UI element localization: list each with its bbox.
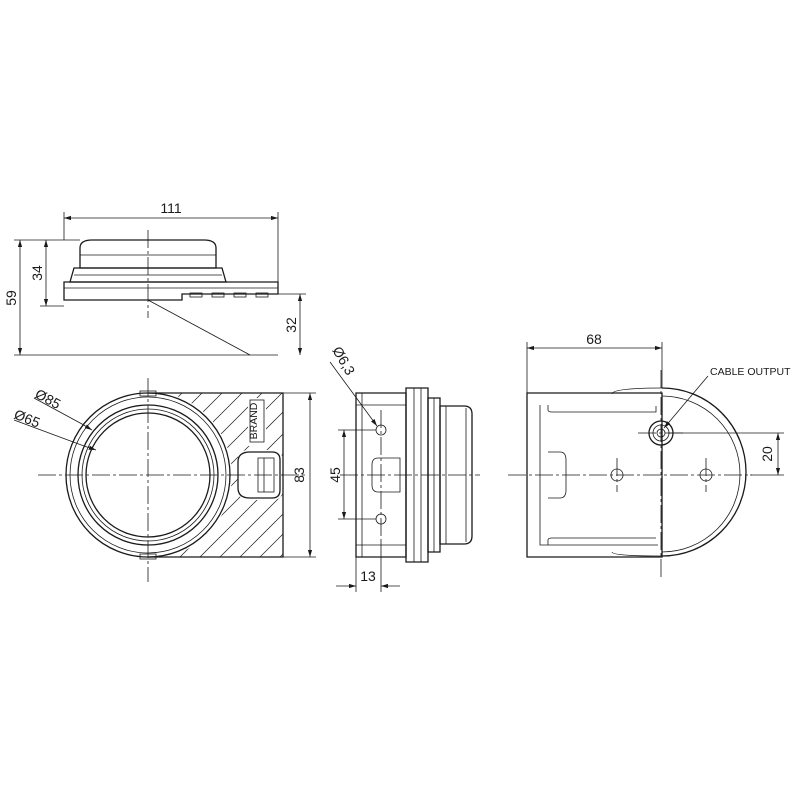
side-view-cap [439, 405, 473, 545]
dim-offset-13: 13 [360, 568, 376, 584]
front-view: BRAND Ø85 Ø65 83 [12, 378, 316, 582]
dim-hole-spacing: 45 [327, 467, 343, 483]
cable-output-label: CABLE OUTPUT [710, 366, 791, 378]
front-view-slot [237, 451, 281, 499]
dim-height-83: 83 [291, 467, 307, 483]
back-view: 68 CABLE OUTPUT 20 [508, 331, 791, 580]
side-view: Ø6,3 45 13 [327, 344, 480, 592]
top-view-cap [79, 239, 217, 269]
dim-height-59: 59 [3, 290, 19, 306]
dim-height-34: 34 [29, 265, 45, 281]
dim-hole-dia: Ø6,3 [329, 344, 358, 378]
back-view-housing [661, 387, 747, 557]
dim-width-68: 68 [586, 331, 602, 347]
svg-text:BRAND: BRAND [248, 402, 260, 439]
top-view: 111 59 34 32 [3, 200, 306, 356]
back-view-bracket [526, 392, 663, 558]
dim-width-111: 111 [160, 200, 181, 216]
dim-dia-85: Ø85 [33, 386, 64, 413]
dim-dia-65: Ø65 [12, 406, 43, 431]
dim-height-32: 32 [283, 317, 299, 333]
top-view-base [63, 281, 279, 301]
dim-offset-20: 20 [759, 446, 775, 462]
